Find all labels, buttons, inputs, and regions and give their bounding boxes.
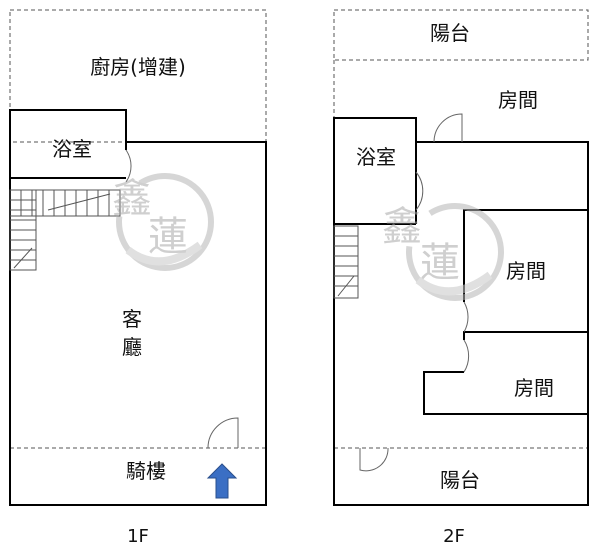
balcony-bottom-door bbox=[359, 447, 389, 472]
room-bottom-wall bbox=[423, 371, 588, 415]
kitchen-extension-outline bbox=[9, 9, 267, 143]
balcony-top-outline bbox=[333, 9, 589, 61]
entrance-arrow-icon bbox=[206, 463, 238, 499]
room-mid-bottom-wall bbox=[463, 331, 588, 340]
watermark-logo-1f: 鑫 蓮 bbox=[112, 173, 214, 271]
room-top-door bbox=[433, 113, 463, 143]
room-mid-door bbox=[463, 301, 469, 333]
staircase-1f bbox=[9, 189, 121, 271]
floor-2-plan: 陽台 房間 浴室 房間 房間 陽台 2F bbox=[333, 9, 589, 547]
floor-2-label: 2F bbox=[443, 526, 465, 547]
floor-1-label: 1F bbox=[127, 526, 149, 547]
floor-2-outer-wall bbox=[333, 117, 589, 506]
room-mid-wall bbox=[463, 209, 588, 302]
room-top-label: 房間 bbox=[498, 88, 538, 112]
balcony-bottom-label: 陽台 bbox=[440, 468, 480, 492]
watermark-char-2: 蓮 bbox=[420, 240, 460, 286]
floor-1-outer-wall bbox=[9, 109, 267, 506]
kitchen-label: 廚房(增建) bbox=[90, 55, 186, 79]
bathroom-2f-label: 浴室 bbox=[356, 145, 396, 169]
living-room-label-line: 廳 bbox=[122, 335, 142, 359]
room-bottom-label: 房間 bbox=[514, 376, 554, 400]
bathroom-1f-label: 浴室 bbox=[52, 137, 92, 161]
front-door-1f bbox=[207, 417, 239, 449]
staircase-2f bbox=[333, 225, 359, 299]
room-mid-label: 房間 bbox=[506, 259, 546, 283]
arcade-label: 騎樓 bbox=[126, 459, 166, 483]
bathroom-1f-door bbox=[125, 149, 132, 183]
watermark-char-2: 蓮 bbox=[148, 214, 188, 260]
watermark-logo-2f: 鑫 蓮 bbox=[382, 203, 504, 301]
floor-1-plan: 廚房(增建) 浴室 客廳 騎樓 1F bbox=[9, 9, 267, 547]
watermark-char-1: 鑫 bbox=[112, 176, 152, 222]
bathroom-2f-door bbox=[415, 171, 424, 211]
room-bottom-door bbox=[463, 339, 470, 373]
living-room-label-line: 客 bbox=[122, 307, 142, 331]
living-room-label: 客廳 bbox=[122, 307, 142, 359]
watermark-char-1: 鑫 bbox=[382, 204, 422, 250]
balcony-top-label: 陽台 bbox=[430, 21, 470, 45]
